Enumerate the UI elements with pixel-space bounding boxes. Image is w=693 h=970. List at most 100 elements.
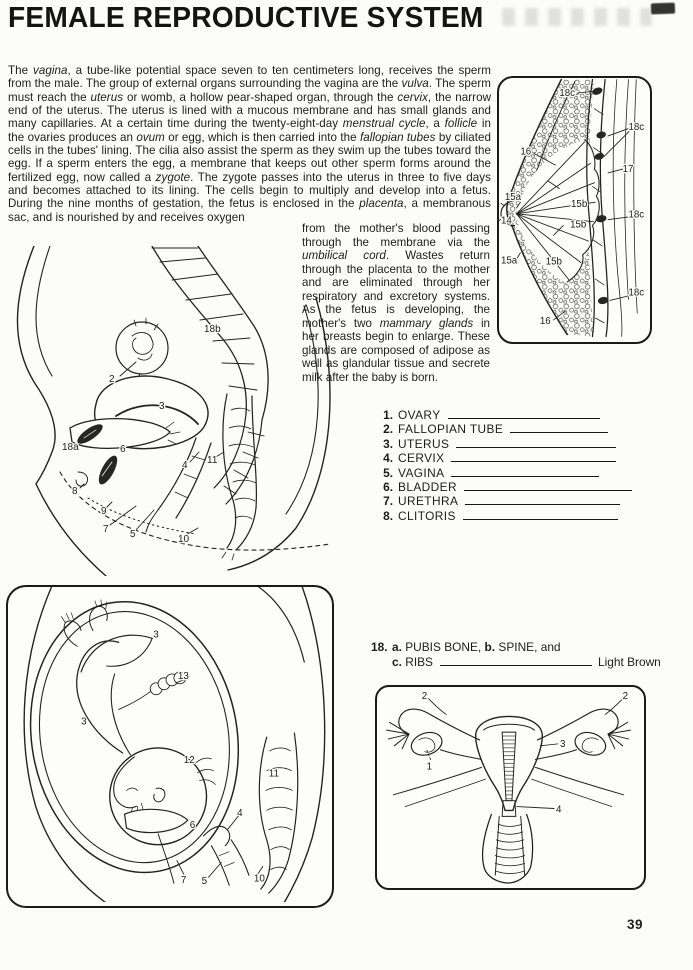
label-leader-lines bbox=[175, 679, 264, 878]
diagram-label: 18b bbox=[204, 324, 221, 335]
diagram-label: 15a bbox=[501, 255, 518, 266]
item-label: UTERUS bbox=[398, 436, 450, 451]
diagram-label: 4 bbox=[556, 804, 562, 815]
diagram-label: 11 bbox=[207, 455, 218, 466]
page-number: 39 bbox=[627, 917, 644, 932]
nipple-outline bbox=[500, 199, 516, 227]
clitoris-outline bbox=[75, 471, 89, 487]
breast-diagram: 18c 18c 16 17 15a 14 15b 15b 15a 15b 18c… bbox=[499, 78, 646, 338]
pubis-bone-sections bbox=[77, 424, 118, 485]
umbilical-cord bbox=[118, 671, 187, 710]
list-item: 4.CERVIX bbox=[376, 451, 638, 465]
diagram-label: 1 bbox=[427, 761, 432, 772]
vagina-canal bbox=[145, 437, 212, 533]
diagram-label: 12 bbox=[184, 755, 195, 766]
vagina-outline bbox=[482, 813, 534, 884]
fill-in-blank bbox=[456, 437, 617, 448]
perineum-dashed-line bbox=[59, 471, 331, 551]
diagram-label: 9 bbox=[101, 506, 107, 517]
pelvis-sagittal-diagram: 18b 2 3 18a 6 4 11 8 9 7 5 10 bbox=[16, 246, 331, 576]
diagram-label: 2 bbox=[109, 374, 115, 385]
cervix-canal bbox=[501, 800, 517, 817]
item-number: 8. bbox=[383, 508, 393, 523]
fill-in-blank bbox=[451, 466, 600, 477]
body-outline bbox=[16, 246, 331, 576]
diagram-label: 3 bbox=[560, 739, 566, 750]
left-fallopian-tube bbox=[385, 708, 481, 750]
list-item: 3. UTERUS bbox=[376, 437, 638, 451]
breast-skin-outline bbox=[506, 78, 568, 336]
diagram-label: 15b bbox=[546, 256, 562, 267]
pregnancy-diagram-labels: 3 13 3 12 11 4 6 7 5 10 bbox=[80, 628, 280, 888]
uterus-front-diagram-labels: 2 2 1 3 4 bbox=[420, 689, 629, 816]
list-item: 7.URETHRA bbox=[376, 494, 638, 508]
uterus-body-outline bbox=[474, 715, 543, 812]
diagram-label: 16 bbox=[520, 146, 531, 157]
rectum-outline bbox=[221, 393, 257, 561]
mammary-gland-mass bbox=[516, 139, 598, 284]
item-label: FALLOPIAN TUBE bbox=[398, 422, 504, 437]
diagram-label: 10 bbox=[178, 534, 190, 545]
diagram-label: 5 bbox=[130, 529, 136, 540]
left-ovary bbox=[410, 731, 483, 761]
pregnancy-diagram-panel: 3 13 3 12 11 4 6 7 5 10 bbox=[6, 585, 334, 908]
item-number: 1. bbox=[383, 408, 393, 422]
item-text-line1: a. PUBIS BONE, b. SPINE, and bbox=[392, 640, 561, 654]
diagram-label: 5 bbox=[202, 876, 208, 887]
fill-in-blank bbox=[510, 422, 609, 434]
fill-in-blank bbox=[465, 494, 621, 506]
item-number: 18. bbox=[371, 640, 388, 654]
diagram-label: 8 bbox=[72, 486, 78, 497]
fetus bbox=[61, 599, 216, 846]
body-paragraph-wrapped: from the mother's blood passing through … bbox=[302, 222, 490, 385]
diagram-label: 4 bbox=[182, 460, 188, 471]
diagram-label: 13 bbox=[178, 671, 189, 682]
item-label: URETHRA bbox=[398, 494, 459, 509]
diagram-label: 17 bbox=[623, 164, 634, 175]
item-label: OVARY bbox=[398, 408, 441, 422]
pelvis-sagittal-diagram-area: 18b 2 3 18a 6 4 11 8 9 7 5 10 bbox=[0, 246, 340, 576]
fill-in-blank bbox=[462, 509, 618, 520]
uterus-front-diagram: 2 2 1 3 4 bbox=[385, 689, 632, 884]
diagram-label: 2 bbox=[422, 691, 427, 702]
body-outline bbox=[23, 587, 326, 902]
scan-ink-blob bbox=[650, 2, 676, 15]
item-label: BLADDER bbox=[398, 479, 457, 494]
bladder-outline bbox=[123, 808, 189, 834]
list-item: 8.CLITORIS bbox=[376, 509, 638, 523]
breast-diagram-panel: 18c 18c 16 17 15a 14 15b 15b 15a 15b 18c… bbox=[497, 76, 652, 344]
fill-in-blank bbox=[439, 655, 592, 666]
uterine-cavity bbox=[501, 731, 517, 802]
right-adnexa-mirrored bbox=[531, 708, 632, 807]
diagram-label: 11 bbox=[269, 769, 279, 780]
rectum-outline bbox=[258, 732, 299, 894]
diagram-label: 7 bbox=[181, 875, 186, 886]
diagram-label: 3 bbox=[81, 716, 87, 727]
cervix-and-vagina bbox=[203, 825, 250, 886]
item-number: 2. bbox=[383, 422, 393, 437]
list-item: 2. FALLOPIAN TUBE bbox=[376, 422, 638, 436]
lactiferous-ducts bbox=[516, 141, 596, 281]
item-number: 6. bbox=[383, 479, 393, 494]
diagram-label: 14 bbox=[501, 216, 512, 227]
diagram-label: 16 bbox=[540, 316, 551, 327]
diagram-label: 15a bbox=[505, 192, 522, 203]
left-broad-ligament bbox=[392, 766, 486, 807]
color-answer: Light Brown bbox=[597, 654, 661, 669]
body-paragraph-main: The vagina, a tube-like potential space … bbox=[8, 64, 491, 224]
diagram-label: 4 bbox=[237, 808, 243, 819]
diagram-label: 18c bbox=[628, 210, 644, 221]
breast-diagram-labels: 18c 18c 16 17 15a 14 15b 15b 15a 15b 18c… bbox=[500, 87, 646, 328]
item-label: VAGINA bbox=[398, 465, 445, 480]
list-item: 1. OVARY bbox=[376, 408, 638, 422]
diagram-label: 15b bbox=[570, 219, 586, 230]
list-item: 6. BLADDER bbox=[376, 480, 638, 494]
fill-in-blank bbox=[451, 451, 617, 463]
item-number: 3. bbox=[383, 436, 393, 451]
diagram-label: 3 bbox=[153, 629, 159, 640]
spine-column bbox=[151, 246, 269, 505]
item-text-line2: c. RIBS bbox=[392, 654, 433, 669]
diagram-label: 18a bbox=[62, 442, 79, 453]
diagram-label: 18c bbox=[628, 122, 644, 133]
scan-ghost-artifact bbox=[502, 8, 652, 26]
